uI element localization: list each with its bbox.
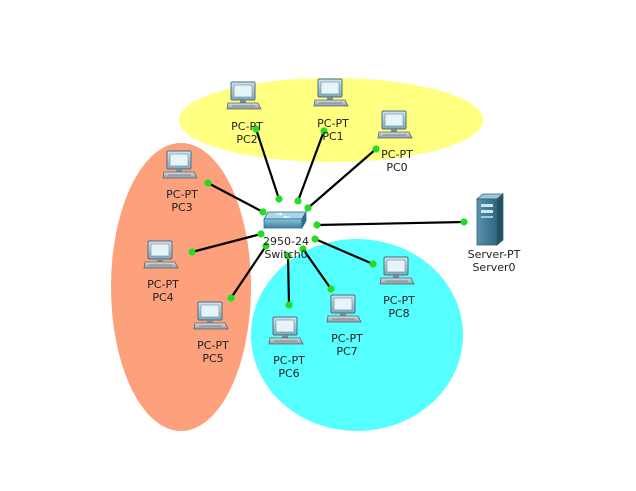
device-name-label: PC3 bbox=[171, 201, 193, 214]
device-name-label: PC0 bbox=[386, 161, 408, 174]
link-layer bbox=[188, 125, 468, 309]
link-pc0 bbox=[307, 148, 377, 209]
device-name-label: PC7 bbox=[336, 345, 358, 358]
switch-icon bbox=[263, 211, 307, 229]
device-model-label: Server-PT bbox=[467, 248, 521, 261]
link-status-light bbox=[460, 218, 468, 226]
link-status-light bbox=[285, 301, 293, 309]
device-model-label: PC-PT bbox=[381, 148, 413, 161]
device-name-label: PC6 bbox=[278, 367, 300, 380]
link-pc2 bbox=[254, 128, 281, 200]
device-name-label: PC5 bbox=[202, 352, 224, 365]
link-status-light bbox=[257, 230, 265, 238]
link-status-light bbox=[311, 235, 319, 243]
link-status-light bbox=[327, 285, 335, 293]
link-status-light bbox=[284, 252, 292, 260]
link-status-light bbox=[299, 245, 307, 253]
link-status-light bbox=[304, 204, 312, 212]
link-pc6 bbox=[286, 255, 291, 306]
device-model-label: PC-PT bbox=[166, 188, 198, 201]
link-pc3 bbox=[207, 182, 264, 213]
device-model-label: PC-PT bbox=[197, 339, 229, 352]
link-pc1 bbox=[296, 130, 326, 202]
device-name-label: PC1 bbox=[322, 130, 344, 143]
zone-cyan bbox=[251, 239, 463, 431]
server-icon bbox=[476, 193, 504, 246]
device-model-label: PC-PT bbox=[273, 354, 305, 367]
device-model-label: PC-PT bbox=[147, 278, 179, 291]
link-status-light bbox=[275, 195, 283, 203]
link-pc7 bbox=[302, 248, 332, 290]
link-status-light bbox=[372, 145, 380, 153]
link-status-light bbox=[188, 248, 196, 256]
switch0[interactable] bbox=[263, 211, 307, 229]
device-model-label: PC-PT bbox=[331, 332, 363, 345]
link-pc5 bbox=[230, 245, 267, 299]
zone-orange bbox=[111, 143, 251, 431]
device-model-label: 2950-24 bbox=[263, 235, 309, 248]
device-name-label: Server0 bbox=[472, 261, 516, 274]
link-status-light bbox=[369, 260, 377, 268]
link-pc4 bbox=[191, 232, 262, 254]
device-model-label: PC-PT bbox=[317, 117, 349, 130]
link-server0 bbox=[316, 220, 465, 227]
link-status-light bbox=[227, 294, 235, 302]
link-status-light bbox=[294, 197, 302, 205]
link-pc8 bbox=[314, 237, 374, 266]
link-status-light bbox=[320, 127, 328, 135]
device-name-label: PC8 bbox=[388, 307, 410, 320]
link-status-light bbox=[252, 125, 260, 133]
device-model-label: PC-PT bbox=[383, 294, 415, 307]
link-status-light bbox=[259, 208, 267, 216]
device-name-label: Switch0 bbox=[264, 248, 308, 261]
link-status-light bbox=[313, 221, 321, 229]
link-status-light bbox=[262, 242, 270, 250]
link-status-light bbox=[204, 179, 212, 187]
device-model-label: PC-PT bbox=[231, 120, 263, 133]
zone-layer bbox=[111, 78, 483, 431]
device-name-label: PC4 bbox=[152, 291, 174, 304]
device-name-label: PC2 bbox=[236, 133, 258, 146]
server0[interactable] bbox=[476, 193, 504, 246]
